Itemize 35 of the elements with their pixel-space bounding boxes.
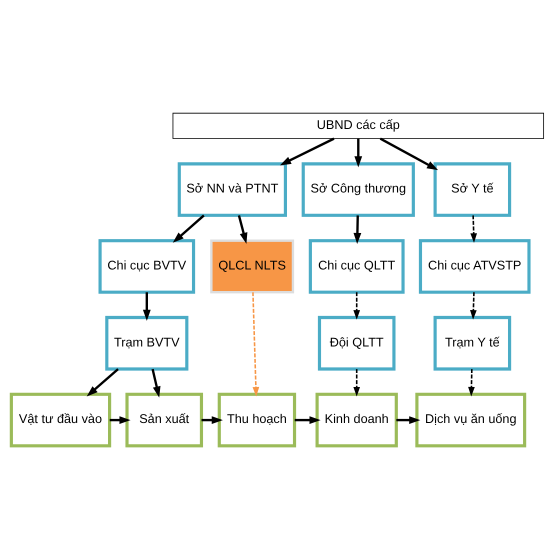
node-box: Chi cục QLTT <box>308 238 405 294</box>
node-box: Sở NN và PTNT <box>178 162 287 216</box>
arrow <box>142 292 151 320</box>
arrow <box>280 137 335 165</box>
arrow <box>468 368 475 396</box>
node-box: Chi cục ATVSTP <box>418 238 531 294</box>
arrow <box>294 416 321 424</box>
node-box: Sản xuất <box>125 392 204 447</box>
arrow <box>252 292 260 396</box>
node-box: UBND các cấp <box>172 112 544 138</box>
arrow <box>86 368 119 396</box>
arrow <box>353 368 360 396</box>
arrow <box>238 214 248 244</box>
arrow <box>470 214 478 242</box>
arrow <box>380 137 438 170</box>
node-box: Trạm Y tế <box>434 315 512 370</box>
node-box: Thu hoạch <box>218 392 296 447</box>
arrow <box>172 214 205 242</box>
node-box: Sở Y tế <box>434 162 512 216</box>
arrow <box>151 368 160 398</box>
arrow <box>470 292 477 320</box>
arrow <box>354 214 362 244</box>
node-box: Vật tư đầu vào <box>10 392 112 447</box>
node-box: Sở Công thương <box>302 162 415 216</box>
node-box: Kinh doanh <box>316 392 398 447</box>
arrow <box>110 416 131 424</box>
node-box: Dịch vụ ăn uống <box>415 392 526 447</box>
arrow <box>353 292 360 320</box>
node-box: QLCL NLTS <box>210 239 294 293</box>
arrow <box>202 416 223 424</box>
node-box: Đội QLTT <box>318 315 396 370</box>
arrow <box>396 416 420 424</box>
arrow <box>354 138 362 167</box>
node-box: Trạm BVTV <box>105 315 188 370</box>
node-box: Chi cục BVTV <box>98 238 196 294</box>
